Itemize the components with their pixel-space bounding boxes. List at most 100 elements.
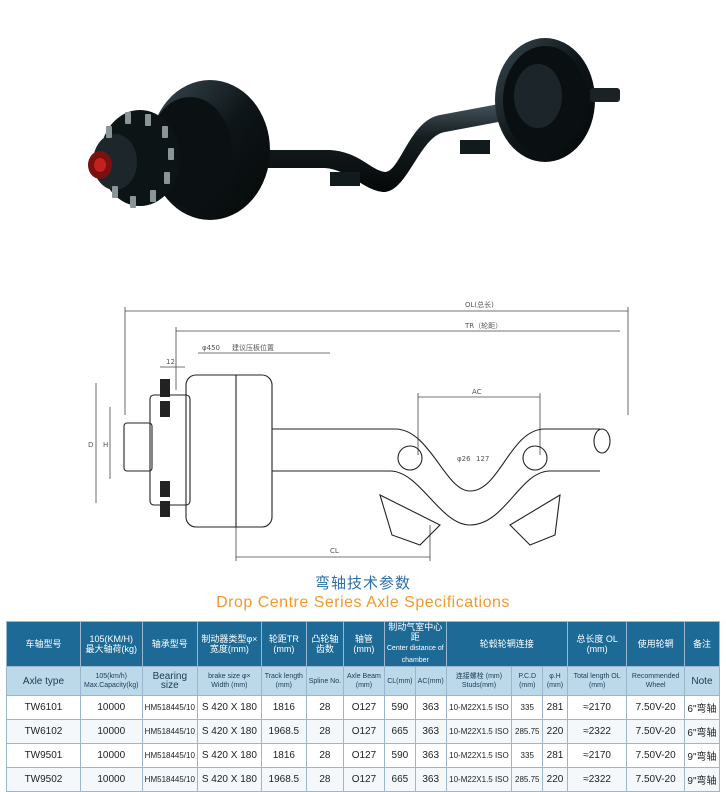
cell-ac: 363 <box>414 743 447 768</box>
th-en-note: Note <box>683 666 721 696</box>
cell-studs: 10-M22X1.5 ISO <box>445 719 513 744</box>
cell-ac: 363 <box>414 695 447 720</box>
cell-studs: 10-M22X1.5 ISO <box>445 743 513 768</box>
th-track: 轮距TR(mm) <box>260 621 307 667</box>
th-chamber-en: Center distance of chamber <box>386 645 444 664</box>
th-en-capacity: 105(km/h)Max.Capacity(kg) <box>79 666 143 696</box>
drawing-beam <box>272 428 600 492</box>
th-beam: 轴管(mm) <box>342 621 385 667</box>
cell-pcd: 335 <box>511 743 544 768</box>
th-wheel-conn: 轮毂轮辋连接 <box>445 621 568 667</box>
cell-cl: 665 <box>383 719 416 744</box>
axle-technical-drawing: OL(总长) TR（轮距） 12 φ450 建议压板位置 AC CL D H φ… <box>88 300 629 561</box>
cell-note: 6"弯轴 <box>683 695 721 720</box>
cell-beam: O127 <box>342 743 385 768</box>
th-en-beam: Axle Beam(mm) <box>342 666 385 696</box>
dim-12: 12 <box>166 358 175 366</box>
title-english: Drop Centre Series Axle Specifications <box>216 594 510 611</box>
cell-h: 220 <box>542 719 568 744</box>
cell-ac: 363 <box>414 719 447 744</box>
th-en-bearing: Bearing size <box>141 666 199 696</box>
cell-wheel: 7.50V-20 <box>626 695 685 720</box>
th-axle-type: 车轴型号 <box>6 621 81 667</box>
th-en-pcd: P.C.D(mm) <box>511 666 544 696</box>
cell-capacity: 10000 <box>79 743 143 768</box>
cell-wheel: 7.50V-20 <box>626 743 685 768</box>
cell-bearing: HM518445/10 <box>141 695 199 720</box>
phi-small-label: φ26 <box>457 455 471 463</box>
cell-cl: 590 <box>383 743 416 768</box>
h-label: H <box>103 441 108 449</box>
cell-capacity: 10000 <box>79 695 143 720</box>
table-header-cn: 车轴型号 105(KM/H)最大轴荷(kg) 轴承型号 制动器类型φ×宽度(mm… <box>6 621 721 667</box>
cell-brake: S 420 X 180 <box>197 695 262 720</box>
wheel-studs <box>106 112 174 208</box>
cell-spline: 28 <box>305 743 344 768</box>
axle-product-photo <box>88 38 620 220</box>
th-en-cl: CL(mm) <box>383 666 416 696</box>
drawing-drum <box>185 374 273 528</box>
th-bearing: 轴承型号 <box>141 621 199 667</box>
cl-label: CL <box>330 547 339 555</box>
cell-spline: 28 <box>305 719 344 744</box>
cell-studs: 10-M22X1.5 ISO <box>445 695 513 720</box>
phi450-label: φ450 <box>202 344 220 352</box>
th-note: 备注 <box>683 621 721 667</box>
cell-ol: ≈2322 <box>566 719 628 744</box>
cell-bearing: HM518445/10 <box>141 719 199 744</box>
th-en-track: Track length(mm) <box>260 666 307 696</box>
cell-cl: 590 <box>383 695 416 720</box>
th-en-h: φ.H(mm) <box>542 666 568 696</box>
dim-127-label: 127 <box>476 455 489 463</box>
cell-brake: S 420 X 180 <box>197 719 262 744</box>
cell-type: TW6101 <box>6 695 81 720</box>
cell-h: 281 <box>542 743 568 768</box>
th-chamber: 制动气室中心距 Center distance of chamber <box>383 621 447 667</box>
cell-pcd: 285.75 <box>511 767 544 792</box>
ac-label: AC <box>472 388 482 396</box>
th-en-brake: brake size φ×Width (mm) <box>197 666 262 696</box>
th-en-spline: Spline No. <box>305 666 344 696</box>
tr-label: TR（轮距） <box>464 321 502 330</box>
cell-bearing: HM518445/10 <box>141 743 199 768</box>
th-capacity: 105(KM/H)最大轴荷(kg) <box>79 621 143 667</box>
th-spline: 凸轮轴齿数 <box>305 621 344 667</box>
ol-label: OL(总长) <box>465 300 494 309</box>
axle-beam <box>230 100 520 192</box>
cell-ol: ≈2170 <box>566 743 628 768</box>
cell-track: 1968.5 <box>260 719 307 744</box>
cell-pcd: 285.75 <box>511 719 544 744</box>
title-chinese: 弯轴技术参数 <box>314 574 411 592</box>
pressure-pos-label: 建议压板位置 <box>232 343 274 352</box>
cell-ol: ≈2170 <box>566 695 628 720</box>
spec-table: 车轴型号 105(KM/H)最大轴荷(kg) 轴承型号 制动器类型φ×宽度(mm… <box>6 621 721 792</box>
cell-note: 9"弯轴 <box>683 743 721 768</box>
cell-track: 1816 <box>260 695 307 720</box>
cell-h: 281 <box>542 695 568 720</box>
th-en-ac: AC(mm) <box>414 666 447 696</box>
cell-spline: 28 <box>305 695 344 720</box>
cell-type: TW9501 <box>6 743 81 768</box>
cell-capacity: 10000 <box>79 719 143 744</box>
cell-beam: O127 <box>342 719 385 744</box>
cell-wheel: 7.50V-20 <box>626 719 685 744</box>
d-label: D <box>88 441 93 449</box>
th-chamber-cn: 制动气室中心距 <box>388 622 443 643</box>
cell-brake: S 420 X 180 <box>197 743 262 768</box>
cell-pcd: 335 <box>511 695 544 720</box>
cell-track: 1816 <box>260 743 307 768</box>
cell-type: TW6102 <box>6 719 81 744</box>
th-wheel: 使用轮辋 <box>626 621 685 667</box>
th-en-studs: 连接螺栓 (mm)Studs(mm) <box>445 666 513 696</box>
th-en-total-length: Total length OL(mm) <box>566 666 628 696</box>
cell-beam: O127 <box>342 695 385 720</box>
cell-note: 6"弯轴 <box>683 719 721 744</box>
th-brake: 制动器类型φ×宽度(mm) <box>197 621 262 667</box>
table-header-en: Axle type 105(km/h)Max.Capacity(kg) Bear… <box>6 666 721 696</box>
th-total-length: 总长度 OL(mm) <box>566 621 628 667</box>
